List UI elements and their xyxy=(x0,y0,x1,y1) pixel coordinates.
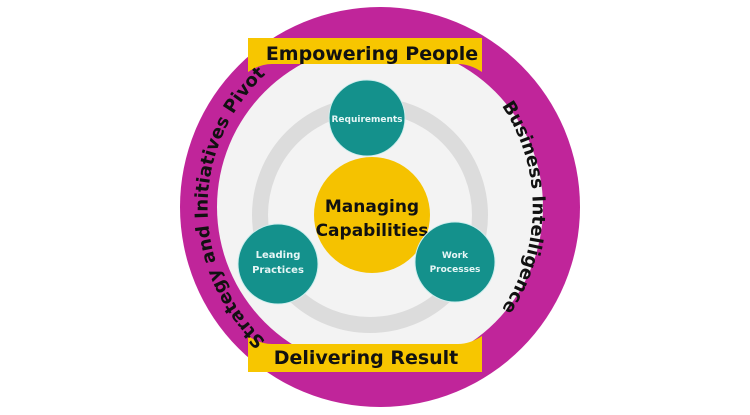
node-work-label-line2: Processes xyxy=(430,265,481,275)
bottom-banner-label: Delivering Result xyxy=(274,347,459,369)
center-label-line2: Capabilities xyxy=(316,221,429,241)
node-leading-practices: Leading Practices xyxy=(237,223,319,305)
top-banner-label: Empowering People xyxy=(266,43,478,65)
bottom-banner xyxy=(248,336,482,372)
node-leading-label-line1: Leading xyxy=(256,250,301,261)
center-circle xyxy=(314,157,430,273)
center-label-line1: Managing xyxy=(325,197,419,217)
top-banner xyxy=(248,38,482,72)
node-requirements: Requirements xyxy=(328,79,406,157)
node-requirements-label: Requirements xyxy=(331,115,402,125)
node-work-label-line1: Work xyxy=(442,251,469,261)
node-leading-label-line2: Practices xyxy=(252,265,304,276)
node-work-processes: Work Processes xyxy=(414,221,496,303)
